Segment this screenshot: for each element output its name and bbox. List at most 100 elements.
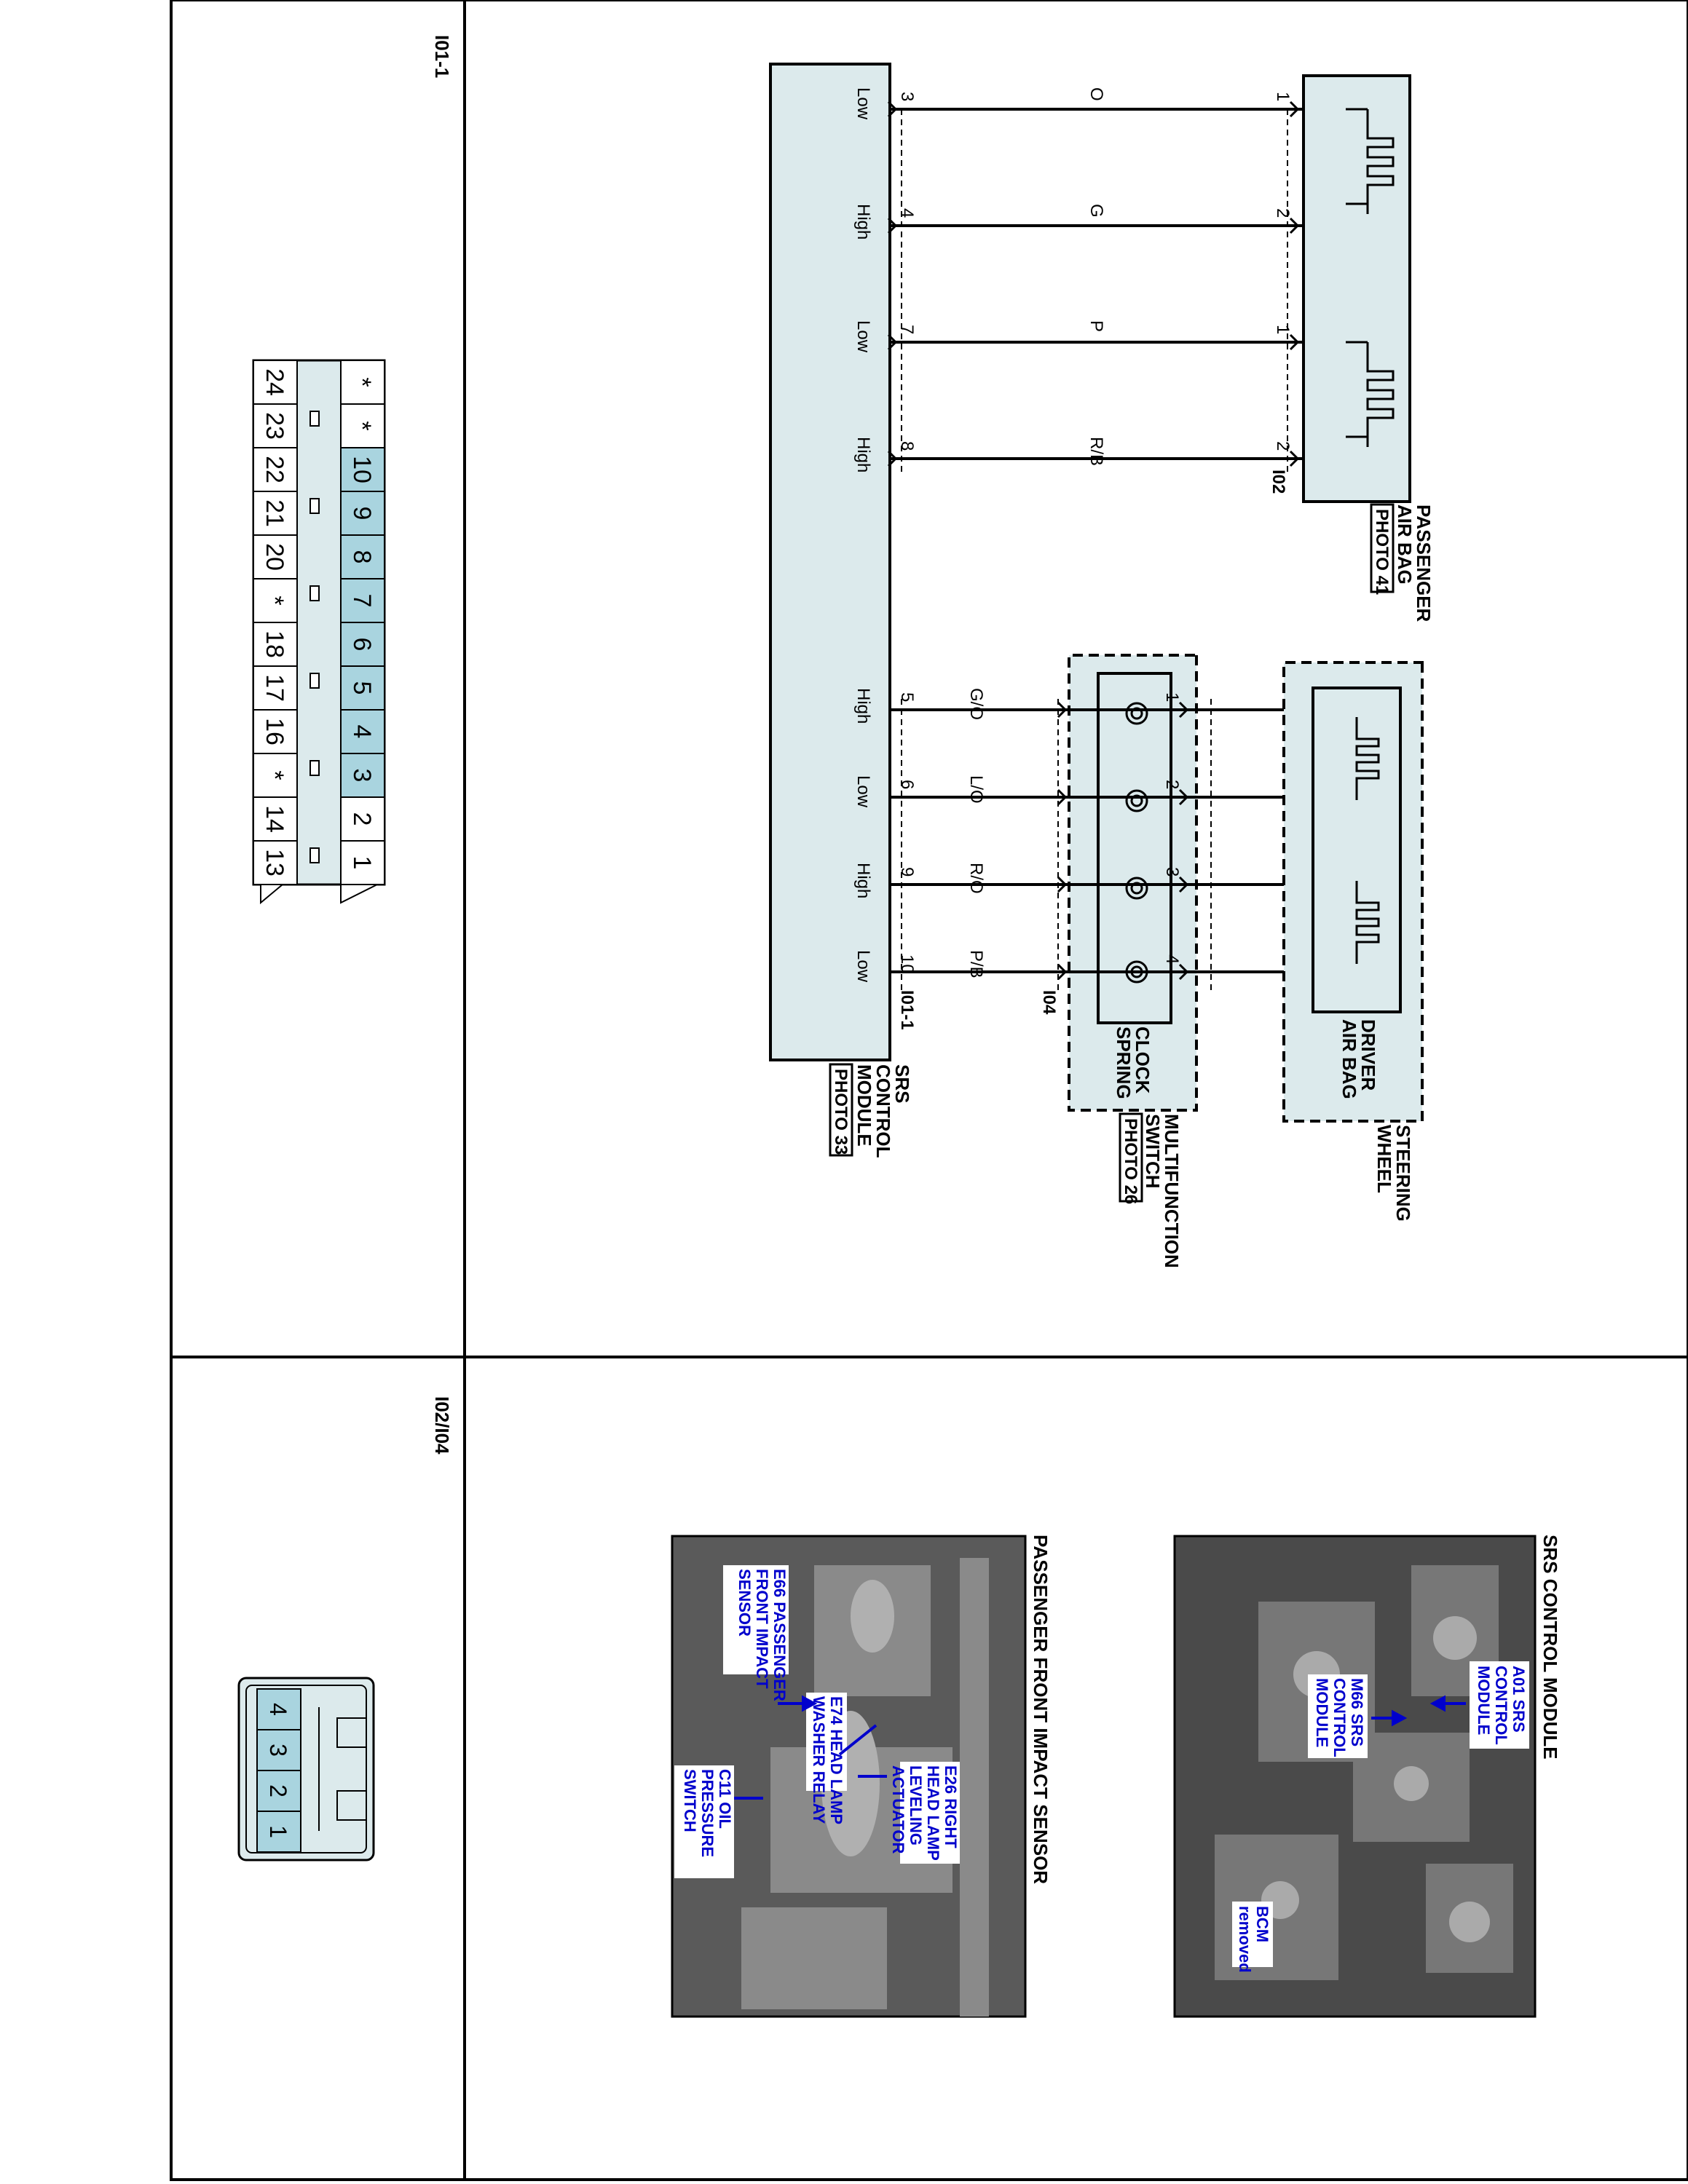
srs-control-module: SRS CONTROL MODULE PHOTO 33 (769, 63, 913, 1158)
wire-src-pin: 2 (1273, 208, 1293, 218)
connector-pin: * (340, 403, 385, 448)
connector-pin: 4 (340, 709, 385, 754)
wire-dst-pin: 10 (897, 954, 917, 974)
pin-number: 5 (348, 681, 376, 695)
pin-number: 1 (265, 1825, 291, 1838)
wire-color-code: R/O (966, 863, 986, 894)
connector-pin: 2 (256, 1770, 301, 1812)
photo-passenger-impact-sensor: PASSENGER FRONT IMPACT SENSOR E66 PASSEN… (671, 1535, 1052, 2018)
wire-signal-label: Low (853, 775, 873, 808)
connector-ref-i04: I04 (1039, 990, 1059, 1015)
multifunction-label-1: MULTIFUNCTION (1161, 1114, 1183, 1268)
pin-number: 8 (348, 550, 376, 564)
connector-pin: 4 (256, 1688, 301, 1730)
connector-pin: 3 (256, 1729, 301, 1771)
pin-number: 3 (348, 769, 376, 783)
connector-pin: 18 (253, 622, 298, 667)
pin-number: 20 (261, 543, 288, 571)
srs-module-label-3: MODULE (853, 1064, 875, 1147)
photo-srs-label-a01-1: A01 SRS (1510, 1666, 1528, 1733)
wire-src-pin: 1 (1273, 92, 1293, 101)
connector-pin: 22 (253, 447, 298, 492)
wire-signal-label: Low (853, 320, 873, 353)
pin-number: 23 (261, 412, 288, 440)
connector-pin: 20 (253, 534, 298, 579)
pin-number: 9 (348, 507, 376, 521)
pin-number: * (261, 770, 288, 780)
wire-dst-pin: 9 (897, 867, 917, 877)
pin-number: 2 (348, 812, 376, 826)
connector-pin: 24 (253, 360, 298, 405)
connector-pin: 1 (340, 840, 385, 885)
wire-color-code: O (1086, 87, 1106, 101)
connector-pin: * (253, 578, 298, 623)
wire-src-pin: 1 (1273, 325, 1293, 334)
photo-passenger-title: PASSENGER FRONT IMPACT SENSOR (1030, 1535, 1052, 1884)
wire-color-code: G/O (966, 688, 986, 720)
wire-dst-pin: 3 (897, 92, 917, 101)
wire-dst-pin: 8 (897, 441, 917, 451)
clock-spring-label-1: CLOCK (1132, 1026, 1153, 1094)
wire-signal-label: High (853, 204, 873, 240)
photo-41-label: PHOTO 41 (1372, 509, 1392, 595)
passenger-airbag: PASSENGER AIR BAG PHOTO 41 (1302, 74, 1435, 622)
connector-title-i02-i04: I02/I04 (431, 1396, 453, 1455)
connector-pin: 7 (340, 578, 385, 623)
pin-number: 4 (348, 725, 376, 739)
connector-pin: 5 (340, 665, 385, 711)
pin-number: 2 (265, 1784, 291, 1797)
pin-number: 21 (261, 499, 288, 527)
wire-src-pin: 4 (1162, 954, 1182, 964)
pin-number: 13 (261, 849, 288, 877)
wire-w1: 1 O 3 Low (853, 87, 1304, 120)
wire-color-code: L/O (966, 775, 986, 804)
steering-wheel-label-2: WHEEL (1373, 1125, 1395, 1193)
steering-wheel: DRIVER AIR BAG STEERING WHEEL (1282, 661, 1424, 1222)
photo-passenger-label-e66-3: SENSOR (735, 1569, 754, 1637)
photo-33-box (829, 1063, 853, 1157)
photo-passenger-label-e26-1: E26 RIGHT (942, 1765, 960, 1848)
pin-number: 1 (348, 856, 376, 870)
connector-pin: 17 (253, 665, 298, 711)
photo-passenger-label-e74-2: WASHER RELAY (810, 1696, 828, 1824)
connector-title-i01-1: I01-1 (431, 35, 453, 78)
pin-number: 22 (261, 456, 288, 483)
photo-passenger-label-e26-4: ACTUATOR (889, 1765, 907, 1854)
wire-dst-pin: 6 (897, 780, 917, 789)
wire-layer: 1O3Low2G4High1P7Low2R/B8High1G/O5High2L/… (853, 87, 1304, 983)
photo-srs-label-bcm-1: BCM (1253, 1906, 1271, 1942)
pin-number: 7 (348, 594, 376, 608)
connector-pin: 23 (253, 403, 298, 448)
photo-passenger-label-c11-2: PRESSURE (698, 1769, 717, 1857)
photo-passenger-label-e66-1: E66 PASSENGER (770, 1569, 789, 1701)
connector-dash-lines (901, 109, 1288, 990)
wire-signal-label: Low (853, 87, 873, 120)
photo-srs-label-m66-2: CONTROL (1330, 1678, 1349, 1757)
connector-pin: 8 (340, 534, 385, 579)
srs-module-label-2: CONTROL (872, 1064, 894, 1158)
connector-pin: 16 (253, 709, 298, 754)
photo-srs-control-module: SRS CONTROL MODULE A01 SRS CONTROL (1173, 1535, 1561, 2018)
pin-number: 4 (265, 1703, 291, 1716)
connector-ref-i02: I02 (1269, 470, 1288, 494)
photo-srs-label-a01-3: MODULE (1475, 1666, 1493, 1735)
pin-number: 14 (261, 805, 288, 833)
wire-signal-label: High (853, 688, 873, 724)
wire-signal-label: Low (853, 950, 873, 983)
photo-passenger-label-e74-1: E74 HEAD LAMP (827, 1696, 845, 1824)
pin-number: 17 (261, 674, 288, 702)
multifunction-switch: CLOCK SPRING MULTIFUNCTION SWITCH PHOTO … (1068, 654, 1198, 1268)
photo-srs-label-bcm-2: removed (1236, 1906, 1254, 1973)
driver-airbag-label-2: AIR BAG (1338, 1019, 1360, 1099)
passenger-airbag-label-2: AIR BAG (1394, 505, 1416, 585)
connector-i02-i04-face: 4 3 2 1 (237, 1677, 375, 1861)
photo-srs-label-m66-3: MODULE (1313, 1678, 1331, 1747)
